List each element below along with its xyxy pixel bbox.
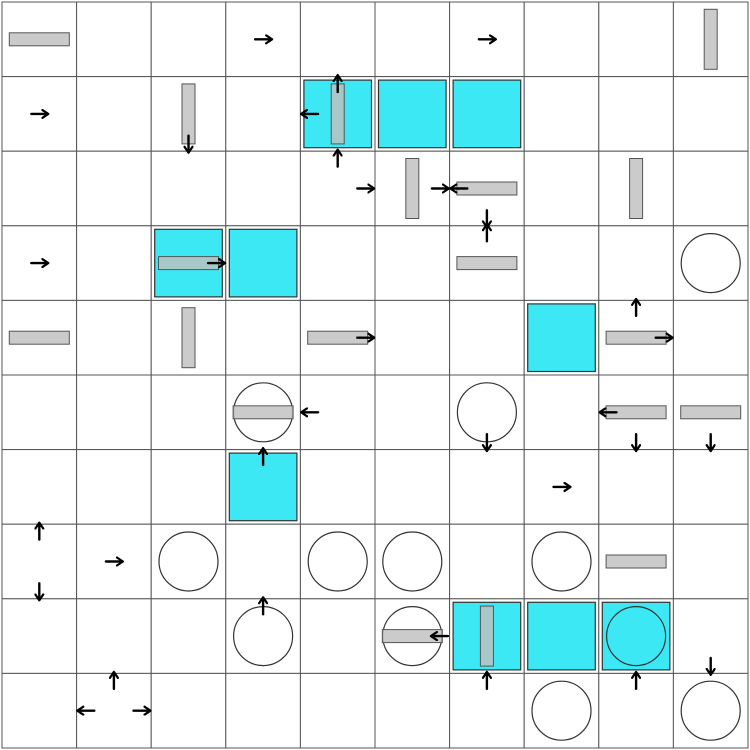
grid-cell[interactable] xyxy=(299,449,376,525)
grid-cell[interactable] xyxy=(374,225,451,301)
grid-cell[interactable] xyxy=(150,1,227,78)
circle-piece xyxy=(680,680,741,741)
vertical-bar xyxy=(405,158,420,219)
grid-cell[interactable] xyxy=(299,672,376,749)
filled-square xyxy=(228,228,298,298)
grid-cell[interactable] xyxy=(1,598,78,674)
grid-cell[interactable] xyxy=(449,523,525,600)
grid-cell[interactable] xyxy=(150,672,227,749)
grid-cell[interactable] xyxy=(1,449,78,525)
horizontal-bar xyxy=(680,405,742,420)
circle-piece xyxy=(382,531,443,592)
grid-cell[interactable] xyxy=(523,1,600,78)
grid-cell[interactable] xyxy=(523,150,600,227)
circle-piece xyxy=(680,233,741,294)
grid-cell[interactable] xyxy=(672,672,749,749)
grid-cell[interactable] xyxy=(672,225,749,301)
grid-cell[interactable] xyxy=(598,76,674,152)
grid-cell[interactable] xyxy=(672,523,749,600)
grid-cell[interactable] xyxy=(672,449,749,525)
vertical-bar xyxy=(181,307,196,369)
grid-cell[interactable] xyxy=(76,225,152,301)
grid-cell[interactable] xyxy=(150,598,227,674)
grid-cell[interactable] xyxy=(225,523,301,600)
grid-cell[interactable] xyxy=(598,225,674,301)
filled-square xyxy=(377,79,447,149)
grid-cell[interactable] xyxy=(374,523,451,600)
vertical-bar xyxy=(629,158,644,219)
grid-cell[interactable] xyxy=(1,225,78,301)
grid-cell[interactable] xyxy=(672,299,749,376)
filled-square xyxy=(527,601,596,671)
grid-cell[interactable] xyxy=(76,449,152,525)
circle-piece xyxy=(531,680,592,741)
grid-cell[interactable] xyxy=(76,76,152,152)
grid-cell[interactable] xyxy=(225,672,301,749)
filled-square xyxy=(601,601,671,671)
circle-piece xyxy=(605,605,667,667)
horizontal-bar xyxy=(605,554,667,569)
grid-cell[interactable] xyxy=(672,76,749,152)
grid-cell[interactable] xyxy=(523,225,600,301)
grid-cell[interactable] xyxy=(150,523,227,600)
grid-cell[interactable] xyxy=(225,299,301,376)
grid-cell[interactable] xyxy=(374,672,451,749)
grid-cell[interactable] xyxy=(299,225,376,301)
grid-cell[interactable] xyxy=(598,1,674,78)
grid-cell[interactable] xyxy=(523,672,600,749)
grid-cell[interactable] xyxy=(299,598,376,674)
grid-cell[interactable] xyxy=(150,449,227,525)
circle-piece xyxy=(531,531,592,592)
grid-cell[interactable] xyxy=(76,299,152,376)
grid-cell[interactable] xyxy=(150,374,227,451)
grid-cell[interactable] xyxy=(523,374,600,451)
grid-cell[interactable] xyxy=(598,449,674,525)
grid-cell[interactable] xyxy=(374,374,451,451)
horizontal-bar xyxy=(8,32,70,47)
filled-square xyxy=(527,303,596,373)
circle-piece xyxy=(307,531,368,592)
grid-cell[interactable] xyxy=(225,150,301,227)
grid-cell[interactable] xyxy=(225,76,301,152)
grid-cell[interactable] xyxy=(1,374,78,451)
grid-cell[interactable] xyxy=(1,672,78,749)
horizontal-bar xyxy=(232,405,294,420)
grid-cell[interactable] xyxy=(150,150,227,227)
grid-cell[interactable] xyxy=(672,150,749,227)
grid-cell[interactable] xyxy=(76,1,152,78)
grid-cell[interactable] xyxy=(76,150,152,227)
circle-piece xyxy=(158,531,219,592)
horizontal-bar xyxy=(456,256,518,271)
grid-cell[interactable] xyxy=(374,299,451,376)
horizontal-bar xyxy=(8,330,70,345)
filled-square xyxy=(452,79,522,149)
grid-cell[interactable] xyxy=(449,299,525,376)
grid-cell[interactable] xyxy=(76,374,152,451)
grid-cell[interactable] xyxy=(1,150,78,227)
grid-cell[interactable] xyxy=(299,523,376,600)
grid-cell[interactable] xyxy=(374,1,451,78)
grid-cell[interactable] xyxy=(374,449,451,525)
grid-cell[interactable] xyxy=(523,523,600,600)
vertical-bar xyxy=(479,605,494,667)
grid-cell[interactable] xyxy=(76,598,152,674)
grid-cell[interactable] xyxy=(523,76,600,152)
vertical-bar xyxy=(703,8,718,70)
grid-cell[interactable] xyxy=(449,449,525,525)
grid-cell[interactable] xyxy=(299,1,376,78)
